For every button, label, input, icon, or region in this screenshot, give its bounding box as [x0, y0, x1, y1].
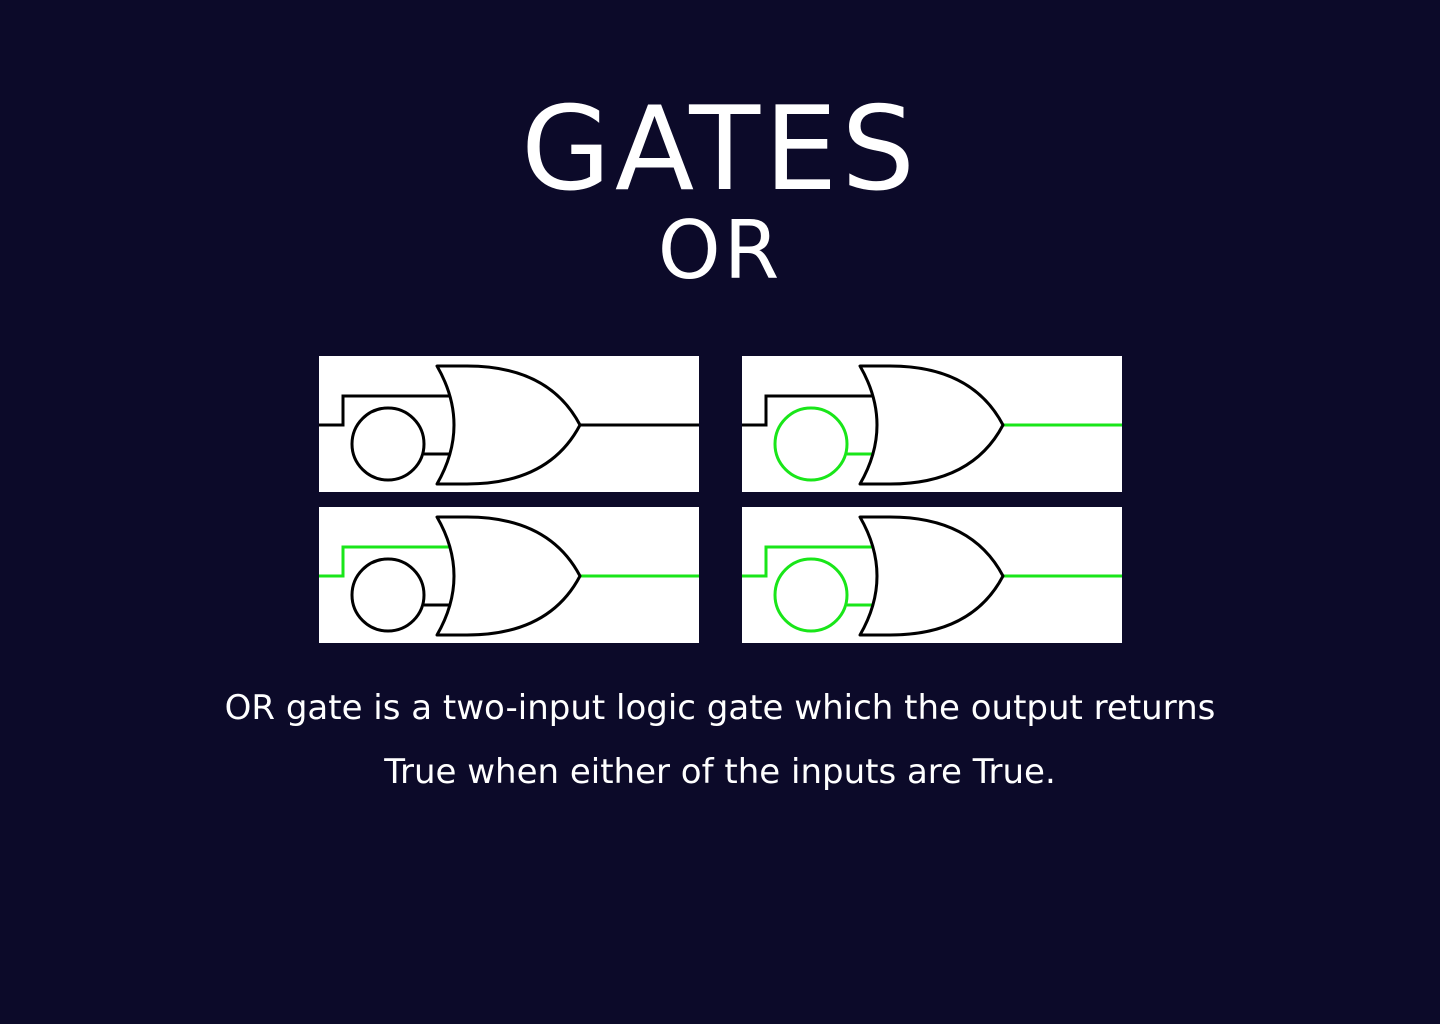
- gate-description: OR gate is a two-input logic gate which …: [120, 676, 1320, 804]
- or-gate-svg: [742, 515, 1122, 637]
- or-gate-shape: [858, 515, 1005, 637]
- input-b-circle: [350, 557, 426, 633]
- or-gate-svg: [742, 364, 1122, 486]
- description-line-2: True when either of the inputs are True.: [384, 752, 1056, 792]
- input-b-circle: [773, 557, 849, 633]
- or-gate-diagram-1: [742, 356, 1122, 492]
- or-gate-shape: [435, 364, 582, 486]
- input-a-wire: [319, 394, 451, 427]
- input-a-wire: [319, 545, 451, 578]
- or-gate-svg: [319, 515, 699, 637]
- input-b-circle: [773, 406, 849, 482]
- input-a-wire: [742, 545, 874, 578]
- or-gate-shape: [435, 515, 582, 637]
- gate-name: OR: [657, 204, 783, 297]
- page-title: GATES: [520, 82, 920, 217]
- or-gate-diagram-0: [319, 356, 699, 492]
- or-gate-shape: [858, 364, 1005, 486]
- description-line-1: OR gate is a two-input logic gate which …: [224, 688, 1216, 728]
- or-gate-diagram-3: [742, 507, 1122, 643]
- or-gate-diagram-2: [319, 507, 699, 643]
- input-a-wire: [742, 394, 874, 427]
- or-gate-svg: [319, 364, 699, 486]
- input-b-circle: [350, 406, 426, 482]
